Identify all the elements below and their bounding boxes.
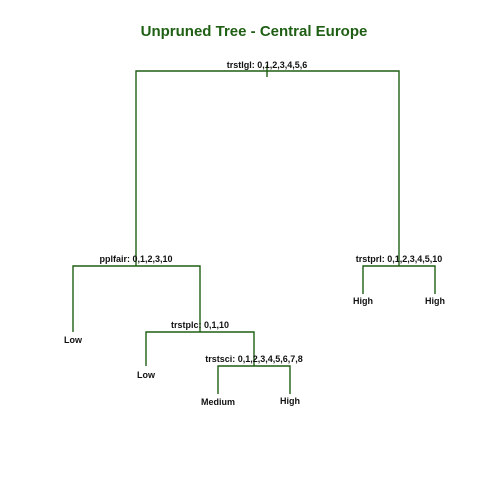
node-pplfair-label: pplfair: 0,1,2,3,10 <box>99 254 172 264</box>
leaf-high-3: High <box>425 296 445 306</box>
leaf-medium: Medium <box>201 397 235 407</box>
node-trstsci-label: trstsci: 0,1,2,3,4,5,6,7,8 <box>205 354 303 364</box>
leaf-high-2: High <box>353 296 373 306</box>
page-title: Unpruned Tree - Central Europe <box>141 23 368 40</box>
edge-trstprl-split <box>362 265 436 294</box>
leaf-low-1: Low <box>64 335 83 345</box>
edge-trstplc-split <box>145 331 255 366</box>
node-root-label: trstlgl: 0,1,2,3,4,5,6 <box>227 60 308 70</box>
tree-edges <box>72 65 436 394</box>
leaf-high-1: High <box>280 396 300 406</box>
node-trstplc-label: trstplc: 0,1,10 <box>171 320 229 330</box>
edge-pplfair-split <box>72 265 201 332</box>
node-trstprl-label: trstprl: 0,1,2,3,4,5,10 <box>356 254 443 264</box>
leaf-low-2: Low <box>137 370 156 380</box>
edge-trstsci-split <box>217 365 291 394</box>
edge-root-split <box>135 70 400 266</box>
